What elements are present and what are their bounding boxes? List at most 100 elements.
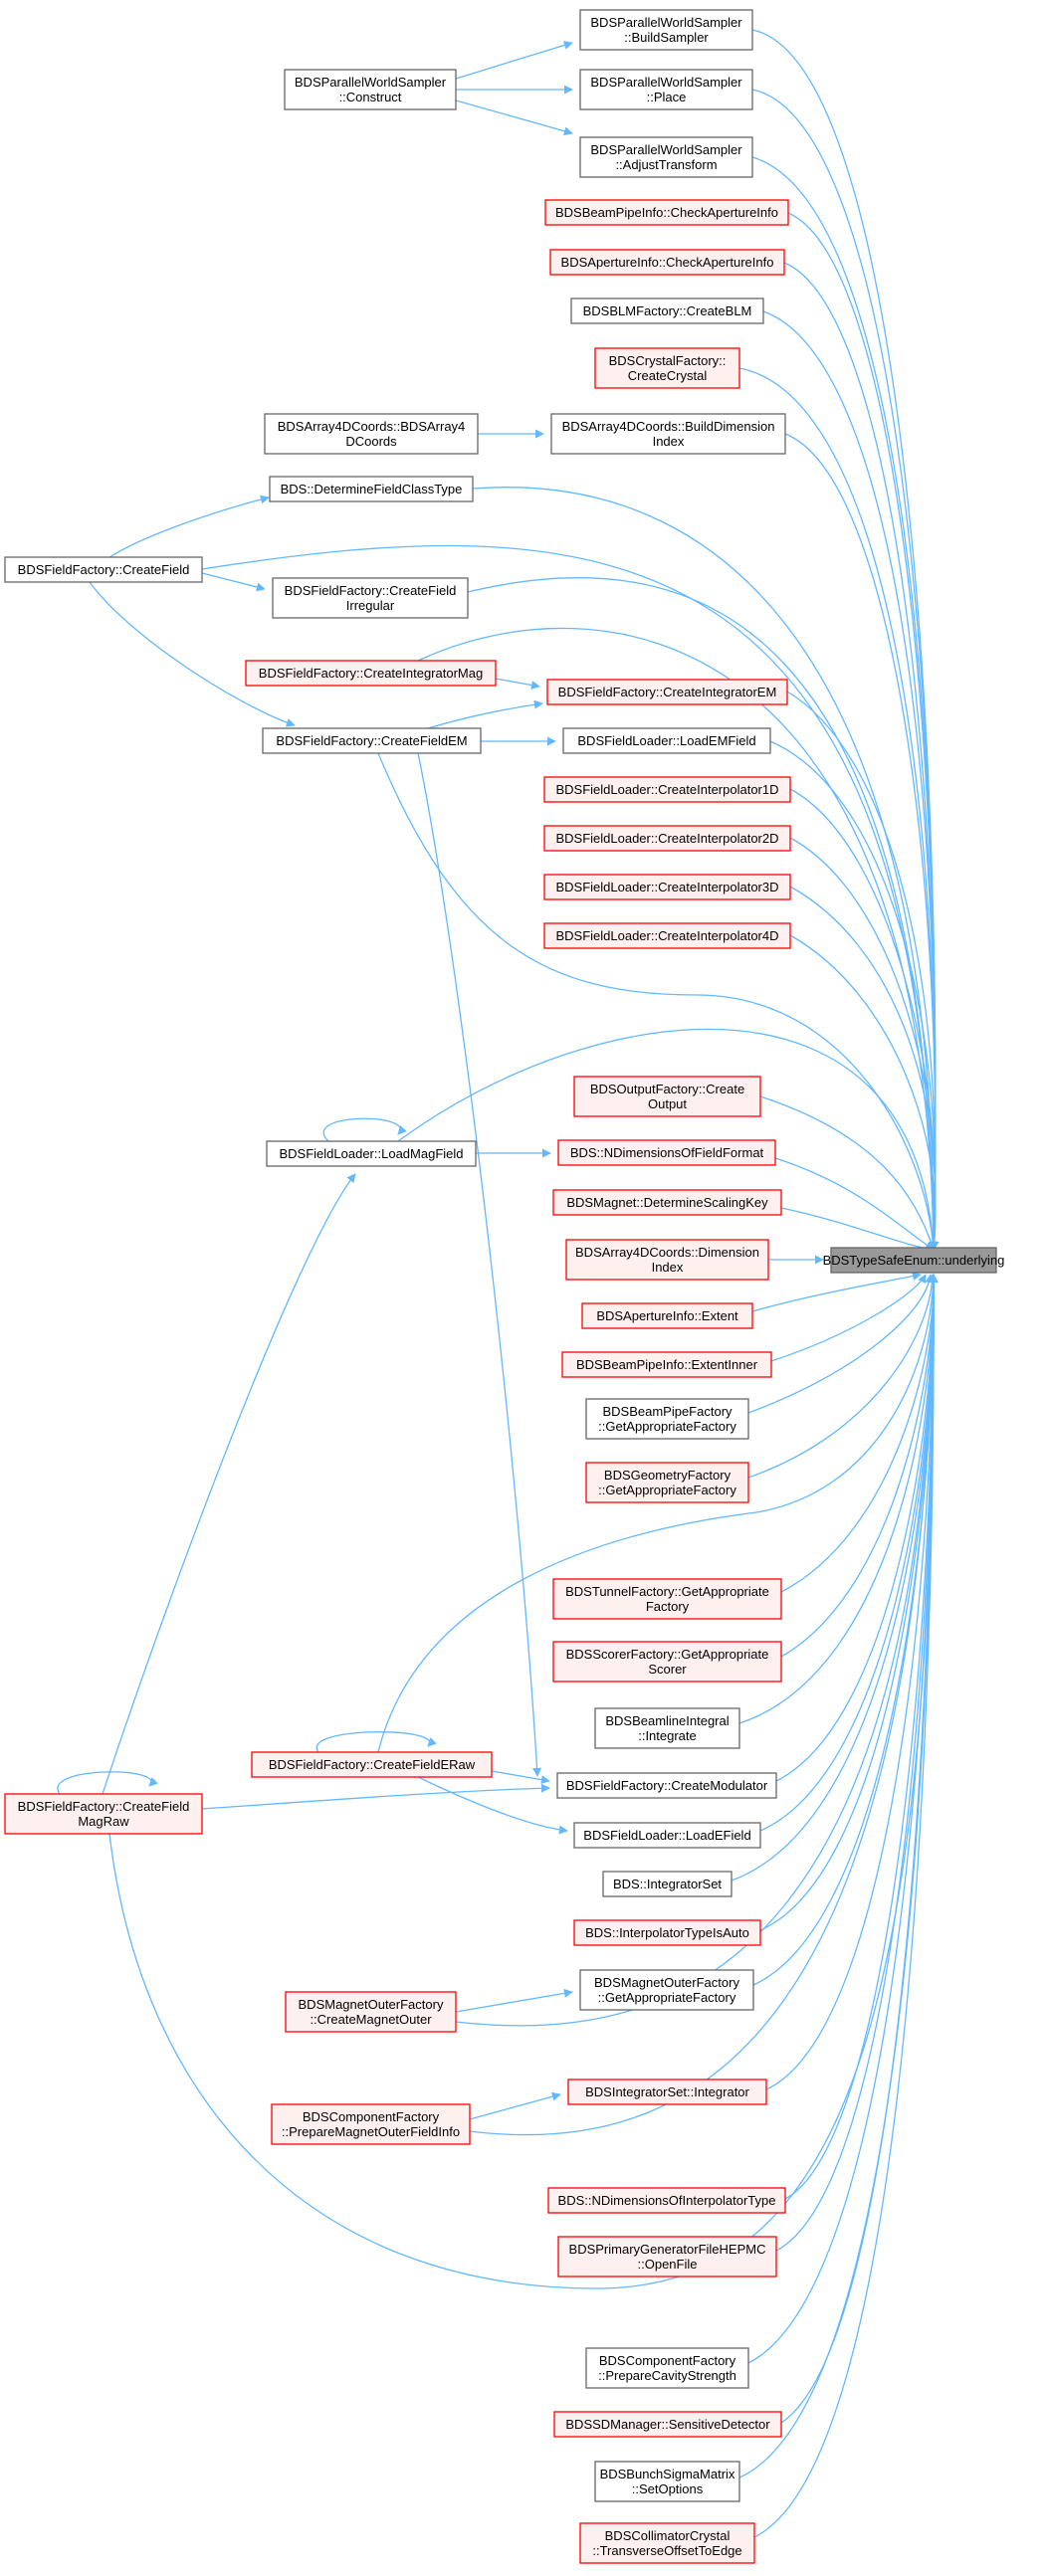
edge-ff_magraw-to-ff_magraw bbox=[57, 1771, 158, 1795]
node-box bbox=[602, 1871, 733, 1897]
node-ff-intmag[interactable]: BDSFieldFactory::CreateIntegratorMag bbox=[245, 660, 497, 687]
node-mof-create[interactable]: BDSMagnetOuterFactory::CreateMagnetOuter bbox=[285, 1991, 457, 2033]
node-label-line: ::Construct bbox=[339, 90, 402, 104]
node-pws-place[interactable]: BDSParallelWorldSampler::Place bbox=[579, 69, 753, 110]
node-sd-sensitive[interactable]: BDSSDManager::SensitiveDetector bbox=[553, 2411, 782, 2438]
edge-sf_get-to-target bbox=[780, 1274, 939, 1658]
node-fl-i1d[interactable]: BDSFieldLoader::CreateInterpolator1D bbox=[543, 776, 791, 803]
edge-ff_create-to-ff_em bbox=[89, 581, 296, 727]
node-ff-intem[interactable]: BDSFieldFactory::CreateIntegratorEM bbox=[546, 679, 788, 705]
node-ndim-field[interactable]: BDS::NDimensionsOfFieldFormat bbox=[557, 1139, 776, 1166]
node-label-line: BDS::NDimensionsOfFieldFormat bbox=[570, 1145, 764, 1160]
node-ai-extent[interactable]: BDSApertureInfo::Extent bbox=[581, 1302, 753, 1329]
edge-path bbox=[789, 934, 940, 1251]
node-crystal-create[interactable]: BDSCrystalFactory::CreateCrystal bbox=[594, 347, 740, 389]
node-ff-em[interactable]: BDSFieldFactory::CreateFieldEM bbox=[262, 727, 482, 754]
edge-ff_irregular-to-target bbox=[467, 577, 939, 1251]
node-box bbox=[585, 1462, 749, 1503]
node-label-line: BDSFieldLoader::LoadMagField bbox=[280, 1146, 464, 1161]
node-label-line: CreateCrystal bbox=[628, 368, 708, 383]
node-box bbox=[552, 1641, 782, 1683]
edge-path bbox=[784, 433, 939, 1251]
node-pws-build[interactable]: BDSParallelWorldSampler::BuildSampler bbox=[579, 9, 753, 51]
node-ff-eraw[interactable]: BDSFieldFactory::CreateFieldERaw bbox=[251, 1751, 493, 1778]
edge-bpi_extinner-to-target bbox=[770, 1274, 927, 1362]
node-bsm-set[interactable]: BDSBunchSigmaMatrix::SetOptions bbox=[594, 2461, 740, 2502]
node-label-line: BDSOutputFactory::Create bbox=[590, 1082, 744, 1096]
node-fl-loadmag[interactable]: BDSFieldLoader::LoadMagField bbox=[266, 1140, 477, 1167]
node-blm-create[interactable]: BDSBLMFactory::CreateBLM bbox=[570, 297, 764, 324]
edge-path bbox=[455, 99, 573, 136]
edge-det_field-to-target bbox=[472, 487, 939, 1251]
node-box bbox=[550, 413, 786, 455]
node-label-line: DCoords bbox=[345, 434, 397, 449]
node-label-line: BDSFieldLoader::CreateInterpolator3D bbox=[555, 880, 778, 894]
node-label-line: ::OpenFile bbox=[638, 2257, 698, 2272]
node-label-line: BDSFieldLoader::CreateInterpolator4D bbox=[555, 928, 778, 943]
node-fl-i3d[interactable]: BDSFieldLoader::CreateInterpolator3D bbox=[543, 874, 791, 900]
edge-path bbox=[455, 1274, 939, 2027]
node-box bbox=[557, 1139, 776, 1166]
node-box bbox=[285, 1991, 457, 2033]
node-mof-get[interactable]: BDSMagnetOuterFactory::GetAppropriateFac… bbox=[579, 1969, 754, 2011]
node-mag-scaling[interactable]: BDSMagnet::DetermineScalingKey bbox=[552, 1189, 782, 1216]
node-label-line: ::GetAppropriateFactory bbox=[598, 1483, 736, 1497]
edge-fl_loadmag-to-fl_loadmag bbox=[322, 1117, 407, 1142]
node-box bbox=[562, 727, 771, 754]
node-tf-get[interactable]: BDSTunnelFactory::GetAppropriateFactory bbox=[552, 1578, 782, 1620]
edge-path bbox=[472, 487, 939, 1251]
node-cf-cavity[interactable]: BDSComponentFactory::PrepareCavityStreng… bbox=[585, 2347, 749, 2389]
node-gf-get[interactable]: BDSGeometryFactory::GetAppropriateFactor… bbox=[585, 1462, 749, 1503]
node-ff-modulator[interactable]: BDSFieldFactory::CreateModulator bbox=[556, 1772, 777, 1799]
node-ai-check[interactable]: BDSApertureInfo::CheckApertureInfo bbox=[549, 249, 785, 276]
edge-pws_construct-to-pws_build bbox=[455, 41, 573, 80]
node-pws-construct[interactable]: BDSParallelWorldSampler::Construct bbox=[284, 69, 457, 110]
node-bli-integrate[interactable]: BDSBeamlineIntegral::Integrate bbox=[594, 1707, 740, 1749]
node-box bbox=[594, 1707, 740, 1749]
edge-path bbox=[322, 1117, 407, 1142]
node-label-line: BDSComponentFactory bbox=[599, 2353, 736, 2368]
node-label-line: BDSCollimatorCrystal bbox=[605, 2528, 731, 2543]
node-ff-create[interactable]: BDSFieldFactory::CreateField bbox=[4, 556, 203, 583]
node-cf-prepare[interactable]: BDSComponentFactory::PrepareMagnetOuterF… bbox=[271, 2103, 471, 2145]
edge-path bbox=[201, 544, 939, 1251]
node-ndim-interp[interactable]: BDS::NDimensionsOfInterpolatorType bbox=[547, 2187, 786, 2214]
node-box bbox=[546, 679, 788, 705]
edge-path bbox=[780, 1274, 939, 1593]
node-fl-loade[interactable]: BDSFieldLoader::LoadEField bbox=[573, 1822, 761, 1849]
node-label-line: BDSScorerFactory::GetAppropriate bbox=[566, 1647, 769, 1662]
node-bpf-get[interactable]: BDSBeamPipeFactory::GetAppropriateFactor… bbox=[585, 1398, 749, 1440]
node-bpi-check[interactable]: BDSBeamPipeInfo::CheckApertureInfo bbox=[544, 199, 789, 226]
node-pws-adjust[interactable]: BDSParallelWorldSampler::AdjustTransform bbox=[579, 136, 753, 178]
edge-path bbox=[108, 1274, 939, 2289]
node-bpi-extinner[interactable]: BDSBeamPipeInfo::ExtentInner bbox=[561, 1351, 772, 1378]
node-det-field[interactable]: BDS::DetermineFieldClassType bbox=[269, 476, 474, 502]
node-fl-i2d[interactable]: BDSFieldLoader::CreateInterpolator2D bbox=[543, 825, 791, 852]
node-cc-transverse[interactable]: BDSCollimatorCrystal::TransverseOffsetTo… bbox=[579, 2522, 755, 2564]
edge-ai_extent-to-target bbox=[751, 1272, 922, 1312]
node-pg-open[interactable]: BDSPrimaryGeneratorFileHEPMC::OpenFile bbox=[557, 2236, 777, 2278]
edge-path bbox=[780, 1274, 939, 1658]
node-target[interactable]: BDSTypeSafeEnum::underlying bbox=[823, 1247, 1005, 1274]
node-label-line: BDSMagnetOuterFactory bbox=[594, 1975, 739, 1990]
node-fl-loadem[interactable]: BDSFieldLoader::LoadEMField bbox=[562, 727, 771, 754]
node-is-integrator[interactable]: BDSIntegratorSet::Integrator bbox=[567, 2079, 767, 2105]
node-fl-i4d[interactable]: BDSFieldLoader::CreateInterpolator4D bbox=[543, 922, 791, 949]
node-label-line: Scorer bbox=[648, 1662, 687, 1677]
node-label-line: ::PrepareCavityStrength bbox=[598, 2368, 736, 2383]
edge-mag_scaling-to-target bbox=[780, 1207, 935, 1254]
node-integrator-set[interactable]: BDS::IntegratorSet bbox=[602, 1871, 733, 1897]
node-label-line: BDSFieldFactory::CreateModulator bbox=[566, 1778, 768, 1793]
edge-path bbox=[738, 367, 939, 1251]
node-a4d-ctor[interactable]: BDSArray4DCoords::BDSArray4DCoords bbox=[264, 413, 479, 455]
node-box bbox=[543, 922, 791, 949]
node-interp-auto[interactable]: BDS::InterpolatorTypeIsAuto bbox=[573, 1919, 761, 1946]
node-label-line: BDSIntegratorSet::Integrator bbox=[585, 2084, 749, 2099]
